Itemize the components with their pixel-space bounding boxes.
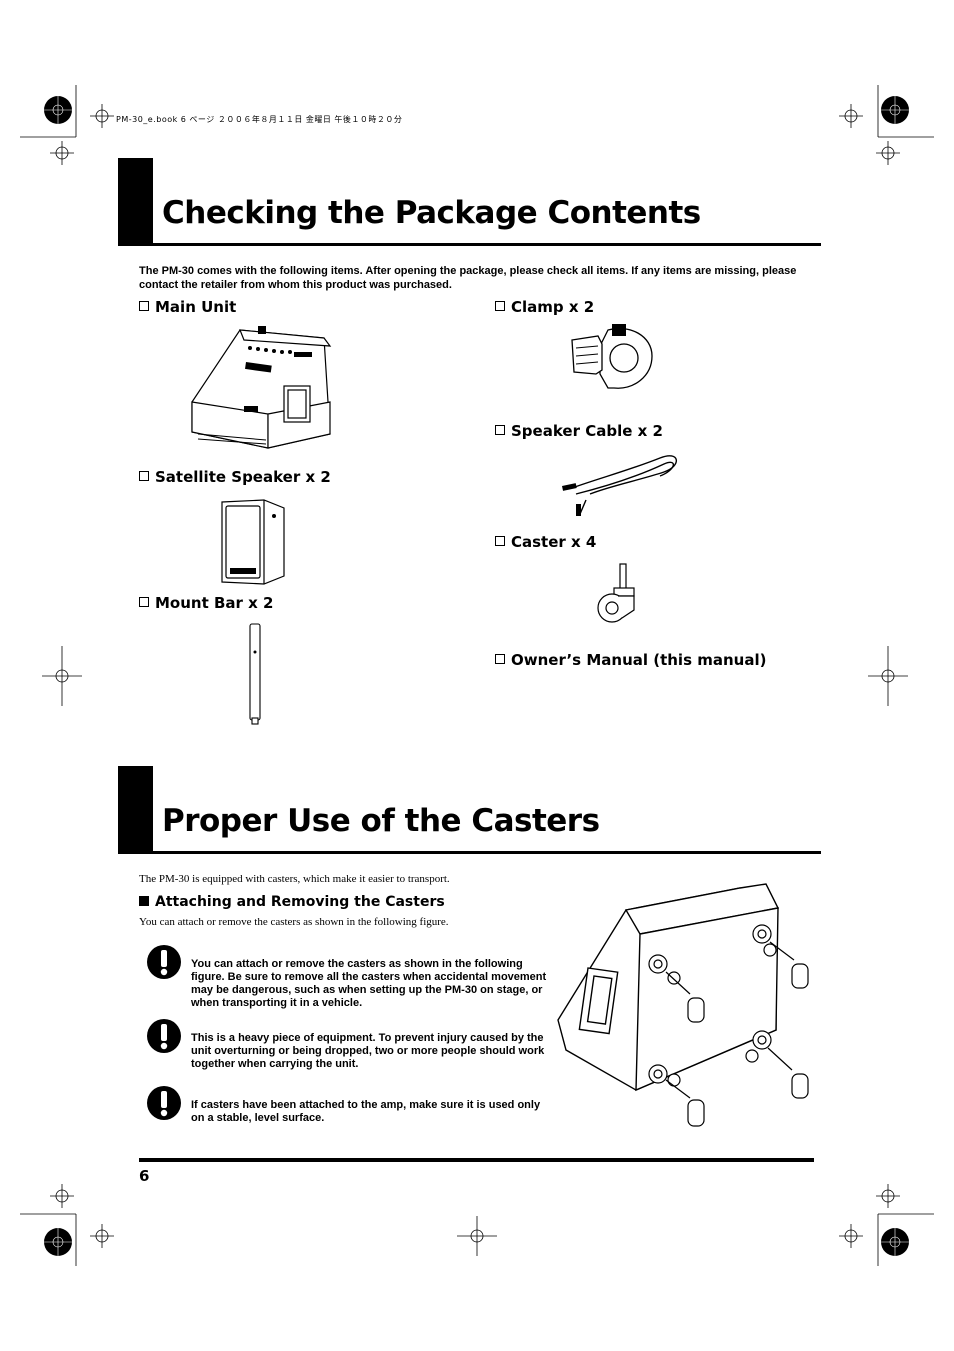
section-rule [118, 243, 821, 246]
page-number: 6 [139, 1167, 150, 1185]
section-title: Proper Use of the Casters [162, 803, 600, 839]
caution-note: You can attach or remove the casters as … [191, 958, 547, 1009]
speaker-cable-illustration [561, 455, 677, 516]
item-caster: Caster x 4 [495, 533, 596, 551]
caution-note: This is a heavy piece of equipment. To p… [191, 1032, 545, 1070]
caution-icon [147, 945, 181, 979]
caster-illustration [597, 563, 635, 623]
clamp-illustration [571, 324, 653, 389]
section-rule [118, 851, 821, 854]
section-title: Checking the Package Contents [162, 195, 701, 231]
main-unit-illustration [191, 326, 332, 449]
item-mount-bar: Mount Bar x 2 [139, 594, 274, 612]
item-clamp: Clamp x 2 [495, 298, 594, 316]
caution-note: If casters have been attached to the amp… [191, 1099, 541, 1124]
item-main-unit: Main Unit [139, 298, 236, 316]
item-speaker-cable: Speaker Cable x 2 [495, 422, 663, 440]
caution-icon [147, 1086, 181, 1120]
subheading-text: You can attach or remove the casters as … [139, 916, 449, 928]
section-intro: The PM-30 comes with the following items… [139, 265, 797, 291]
subheading: Attaching and Removing the Casters [139, 894, 445, 910]
caster-attachment-figure [557, 883, 809, 1127]
file-header: PM-30_e.book 6 ページ ２００６年８月１１日 金曜日 午後１０時２… [116, 115, 403, 124]
item-owners-manual: Owner’s Manual (this manual) [495, 651, 766, 669]
section-marker [118, 766, 153, 854]
casters-intro: The PM-30 is equipped with casters, whic… [139, 873, 450, 885]
mount-bar-illustration [249, 623, 261, 725]
caution-icon [147, 1019, 181, 1053]
section-marker [118, 158, 153, 246]
satellite-speaker-illustration [221, 499, 285, 585]
item-satellite-speaker: Satellite Speaker x 2 [139, 468, 331, 486]
footer-rule [139, 1158, 814, 1162]
